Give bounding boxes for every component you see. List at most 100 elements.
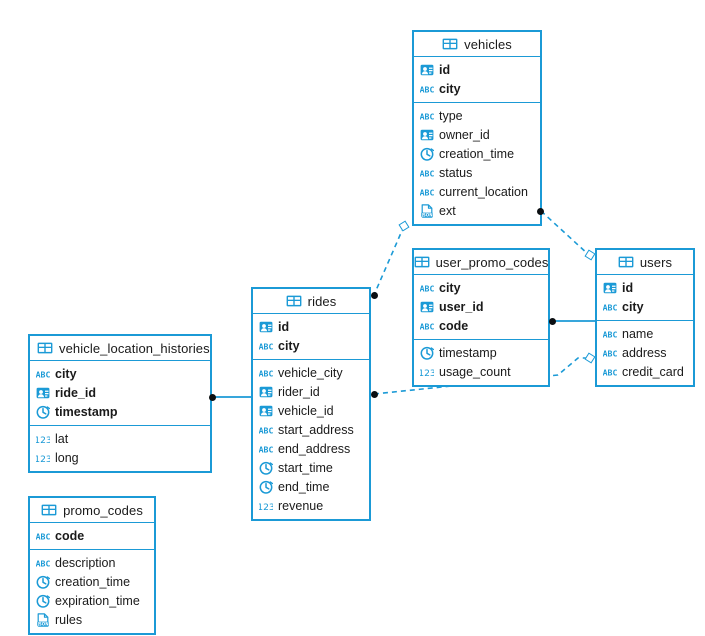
number-123-icon: 123 bbox=[259, 499, 273, 513]
table-field-row[interactable]: creation_time bbox=[30, 572, 154, 591]
table-title-vehicle_location_histories[interactable]: vehicle_location_histories bbox=[30, 336, 210, 361]
table-key-row[interactable]: id bbox=[253, 317, 369, 336]
svg-text:ABC: ABC bbox=[603, 302, 617, 312]
table-name: vehicle_location_histories bbox=[59, 340, 210, 356]
clock-icon bbox=[259, 480, 273, 494]
key-id-icon bbox=[420, 128, 434, 142]
endpoint-square-users-lower-left bbox=[584, 352, 596, 364]
endpoint-square-vehicles-bottom bbox=[398, 220, 410, 232]
field-name: owner_id bbox=[439, 127, 490, 142]
table-key-row[interactable]: ride_id bbox=[30, 383, 210, 402]
svg-text:ABC: ABC bbox=[36, 369, 50, 379]
table-field-row[interactable]: creation_time bbox=[414, 144, 540, 163]
field-name: type bbox=[439, 108, 463, 123]
table-name: promo_codes bbox=[63, 502, 143, 518]
svg-text:ABC: ABC bbox=[420, 84, 434, 94]
abc-text-icon: ABC bbox=[259, 442, 273, 456]
table-field-row[interactable]: vehicle_id bbox=[253, 401, 369, 420]
table-title-promo_codes[interactable]: promo_codes bbox=[30, 498, 154, 523]
table-key-row[interactable]: timestamp bbox=[30, 402, 210, 421]
endpoint-dot-vehicles-right bbox=[537, 207, 544, 215]
table-field-row[interactable]: ABC current_location bbox=[414, 182, 540, 201]
number-123-icon: 123 bbox=[36, 451, 50, 465]
table-name: users bbox=[639, 254, 673, 270]
table-key-row[interactable]: user_id bbox=[414, 297, 548, 316]
table-key-row[interactable]: ABC city bbox=[597, 297, 693, 316]
table-field-row[interactable]: start_time bbox=[253, 458, 369, 477]
svg-text:JSON: JSON bbox=[36, 621, 48, 626]
abc-text-icon: ABC bbox=[420, 109, 434, 123]
table-icon bbox=[41, 503, 57, 517]
table-title-vehicles[interactable]: vehicles bbox=[414, 32, 540, 57]
table-name: rides bbox=[307, 293, 337, 309]
table-key-row[interactable]: id bbox=[414, 60, 540, 79]
clock-icon bbox=[36, 575, 50, 589]
table-title-user_promo_codes[interactable]: user_promo_codes bbox=[414, 250, 548, 275]
svg-text:ABC: ABC bbox=[420, 283, 434, 293]
table-field-row[interactable]: end_time bbox=[253, 477, 369, 496]
field-name: current_location bbox=[439, 184, 528, 199]
table-key-row[interactable]: id bbox=[597, 278, 693, 297]
table-icon bbox=[286, 294, 302, 308]
svg-text:123: 123 bbox=[36, 434, 50, 445]
table-field-row[interactable]: timestamp bbox=[414, 343, 548, 362]
key-id-icon bbox=[259, 320, 273, 334]
endpoint-square-users-upper-left bbox=[584, 249, 596, 261]
field-name: city bbox=[622, 299, 644, 314]
field-name: name bbox=[622, 326, 654, 341]
abc-text-icon: ABC bbox=[420, 319, 434, 333]
svg-text:ABC: ABC bbox=[420, 321, 434, 331]
abc-text-icon: ABC bbox=[420, 166, 434, 180]
field-name: expiration_time bbox=[55, 593, 140, 608]
table-field-row[interactable]: expiration_time bbox=[30, 591, 154, 610]
svg-text:ABC: ABC bbox=[259, 341, 273, 351]
svg-text:ABC: ABC bbox=[259, 425, 273, 435]
table-title-users[interactable]: users bbox=[597, 250, 693, 275]
abc-text-icon: ABC bbox=[259, 366, 273, 380]
table-field-row[interactable]: ABC type bbox=[414, 106, 540, 125]
field-name: id bbox=[622, 280, 634, 295]
key-id-icon bbox=[420, 63, 434, 77]
table-title-rides[interactable]: rides bbox=[253, 289, 369, 314]
svg-text:ABC: ABC bbox=[420, 111, 434, 121]
field-name: start_time bbox=[278, 460, 333, 475]
field-name: city bbox=[439, 280, 461, 295]
table-field-row[interactable]: rider_id bbox=[253, 382, 369, 401]
table-field-row[interactable]: owner_id bbox=[414, 125, 540, 144]
abc-text-icon: ABC bbox=[36, 556, 50, 570]
abc-text-icon: ABC bbox=[420, 185, 434, 199]
svg-text:ABC: ABC bbox=[259, 368, 273, 378]
table-key-row[interactable]: ABC city bbox=[414, 278, 548, 297]
